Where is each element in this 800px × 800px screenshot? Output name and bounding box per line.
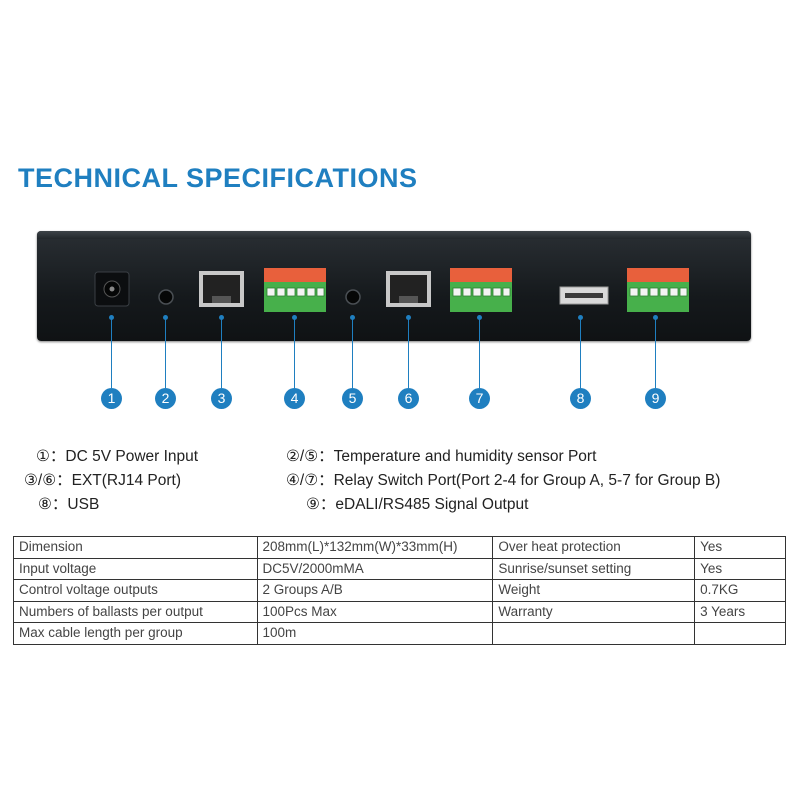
callout-line xyxy=(580,318,581,388)
callout-6: 6 xyxy=(398,388,419,409)
callout-5: 5 xyxy=(342,388,363,409)
callout-line xyxy=(352,318,353,388)
callout-line xyxy=(221,318,222,388)
callout-dot xyxy=(578,315,583,320)
legend-item: ⑧：USB xyxy=(38,492,99,514)
callout-dot xyxy=(406,315,411,320)
legend-mark: ⑨： xyxy=(306,496,336,513)
legend-item: ⑨：eDALI/RS485 Signal Output xyxy=(306,492,528,514)
spec-table: Dimension 208mm(L)*132mm(W)*33mm(H) Over… xyxy=(13,536,786,645)
legend-mark: ④/⑦： xyxy=(286,472,334,489)
legend-text: DC 5V Power Input xyxy=(65,448,199,465)
table-row: Numbers of ballasts per output 100Pcs Ma… xyxy=(13,600,786,623)
callout-4: 4 xyxy=(284,388,305,409)
legend-text: Relay Switch Port(Port 2-4 for Group A, … xyxy=(333,472,721,489)
spec-label: Numbers of ballasts per output xyxy=(13,600,258,623)
callout-2: 2 xyxy=(155,388,176,409)
spec-label: Weight xyxy=(492,579,696,602)
callout-dot xyxy=(109,315,114,320)
spec-label: Warranty xyxy=(492,600,696,623)
spec-label: Over heat protection xyxy=(492,536,696,559)
legend-item: ④/⑦：Relay Switch Port(Port 2-4 for Group… xyxy=(286,468,720,490)
device-back-panel xyxy=(37,231,751,341)
callout-line xyxy=(655,318,656,388)
legend-text: EXT(RJ14 Port) xyxy=(71,472,181,489)
callout-line xyxy=(408,318,409,388)
table-row: Control voltage outputs 2 Groups A/B Wei… xyxy=(13,579,786,602)
legend-text: eDALI/RS485 Signal Output xyxy=(335,496,529,513)
callout-8: 8 xyxy=(570,388,591,409)
spec-label: Input voltage xyxy=(13,557,258,580)
legend-mark: ①： xyxy=(36,448,66,465)
callout-dot xyxy=(292,315,297,320)
legend-mark: ⑧： xyxy=(38,496,68,513)
callout-line xyxy=(294,318,295,388)
callout-3: 3 xyxy=(211,388,232,409)
spec-value: 100Pcs Max xyxy=(256,600,494,623)
callout-dot xyxy=(219,315,224,320)
spec-value: 0.7KG xyxy=(694,579,786,602)
spec-value xyxy=(694,622,786,645)
legend-item: ①：DC 5V Power Input xyxy=(36,444,198,466)
table-row: Input voltage DC5V/2000mMA Sunrise/sunse… xyxy=(13,557,786,580)
page-title: TECHNICAL SPECIFICATIONS xyxy=(18,163,418,193)
spec-value: Yes xyxy=(694,557,786,580)
spec-label: Max cable length per group xyxy=(13,622,258,645)
table-row: Max cable length per group 100m xyxy=(13,622,786,645)
callout-dot xyxy=(163,315,168,320)
spec-value: DC5V/2000mMA xyxy=(256,557,494,580)
legend-item: ③/⑥：EXT(RJ14 Port) xyxy=(24,468,181,490)
callout-9: 9 xyxy=(645,388,666,409)
legend-text: Temperature and humidity sensor Port xyxy=(333,448,597,465)
legend-mark: ②/⑤： xyxy=(286,448,334,465)
callout-dot xyxy=(350,315,355,320)
spec-value: 208mm(L)*132mm(W)*33mm(H) xyxy=(256,536,494,559)
spec-value: 3 Years xyxy=(694,600,786,623)
callout-line xyxy=(165,318,166,388)
callout-dot xyxy=(653,315,658,320)
device-top-edge xyxy=(37,231,751,239)
legend-mark: ③/⑥： xyxy=(24,472,72,489)
spec-label: Dimension xyxy=(13,536,258,559)
spec-label: Control voltage outputs xyxy=(13,579,258,602)
callout-dot xyxy=(477,315,482,320)
spec-value: 2 Groups A/B xyxy=(256,579,494,602)
callout-line xyxy=(111,318,112,388)
legend-item: ②/⑤：Temperature and humidity sensor Port xyxy=(286,444,596,466)
spec-label xyxy=(492,622,696,645)
spec-value: 100m xyxy=(256,622,494,645)
legend-text: USB xyxy=(67,496,100,513)
spec-value: Yes xyxy=(694,536,786,559)
spec-label: Sunrise/sunset setting xyxy=(492,557,696,580)
callout-line xyxy=(479,318,480,388)
callout-1: 1 xyxy=(101,388,122,409)
callout-7: 7 xyxy=(469,388,490,409)
table-row: Dimension 208mm(L)*132mm(W)*33mm(H) Over… xyxy=(13,536,786,559)
